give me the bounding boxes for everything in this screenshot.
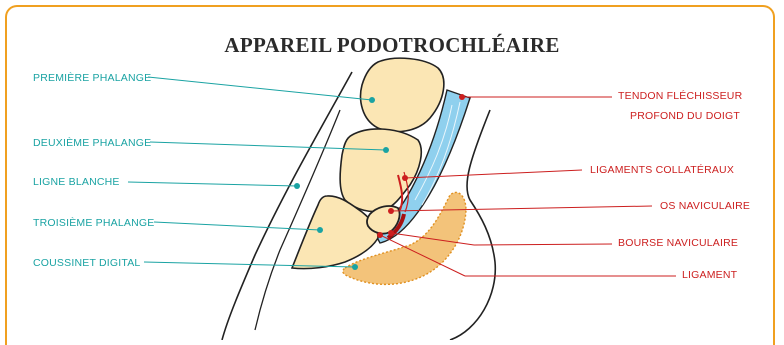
premiere-phalange <box>361 58 444 131</box>
